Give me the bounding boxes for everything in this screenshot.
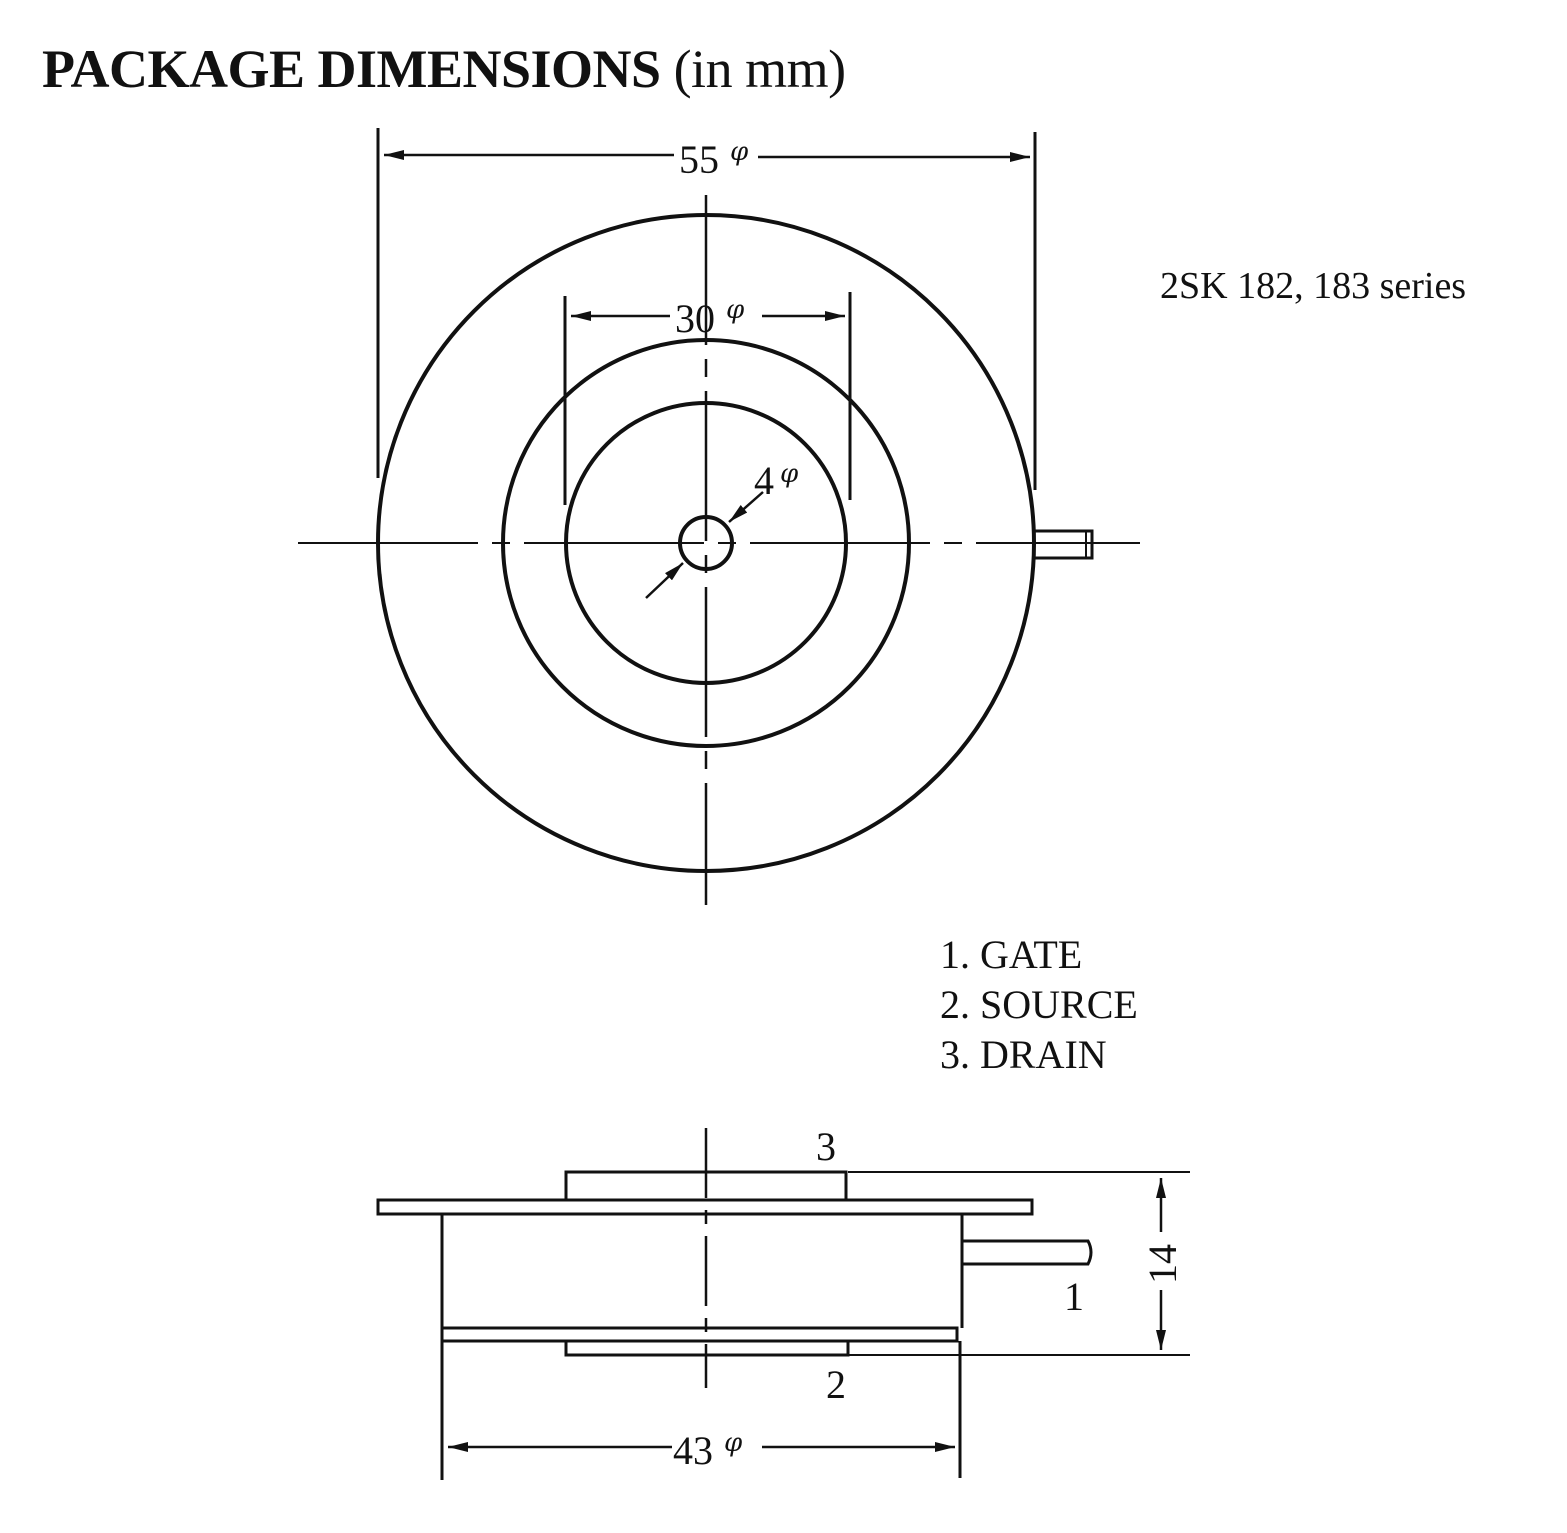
title-units: (in mm): [673, 39, 846, 99]
top-view: [298, 128, 1140, 905]
page-title: PACKAGE DIMENSIONS (in mm): [42, 38, 846, 100]
middle-circle: [501, 338, 911, 748]
terminal-label-gate: 1: [1064, 1274, 1084, 1319]
legend-item-drain: 3. DRAIN: [940, 1032, 1107, 1077]
side-view: [376, 1128, 1190, 1480]
title-main: PACKAGE DIMENSIONS: [42, 39, 661, 99]
legend-item-gate: 1. GATE: [940, 932, 1083, 977]
dim-4-leader-lower: [645, 562, 684, 599]
dim-4-phi-icon: φ: [780, 459, 799, 489]
bottom-plate: [440, 1326, 959, 1343]
side-flange: [376, 1198, 1034, 1216]
dim-55-label: 55: [679, 137, 719, 182]
source-terminal: [564, 1341, 850, 1357]
outer-flange-circle: [376, 213, 1036, 873]
gate-terminal-top: [1034, 529, 1094, 560]
gate-pin: [962, 1239, 1093, 1266]
series-label: 2SK 182, 183 series: [1160, 265, 1467, 307]
dim-30-label: 30: [675, 296, 715, 341]
dim-14-label: 14: [1140, 1244, 1185, 1284]
dim-30-phi-icon: φ: [726, 295, 745, 325]
legend-item-source: 2. SOURCE: [940, 982, 1138, 1027]
terminal-label-source: 2: [826, 1362, 846, 1407]
dim-43-phi-icon: φ: [724, 1428, 743, 1458]
center-hole: [678, 515, 734, 571]
dim-43-label: 43: [673, 1428, 713, 1473]
inner-circle: [564, 401, 848, 685]
pin-legend: 1. GATE 2. SOURCE 3. DRAIN: [940, 930, 1138, 1080]
dim-4-label: 4: [754, 458, 774, 503]
dim-4-leader-upper: [728, 491, 764, 523]
dim-55-phi-icon: φ: [730, 137, 749, 167]
terminal-label-drain: 3: [816, 1124, 836, 1169]
